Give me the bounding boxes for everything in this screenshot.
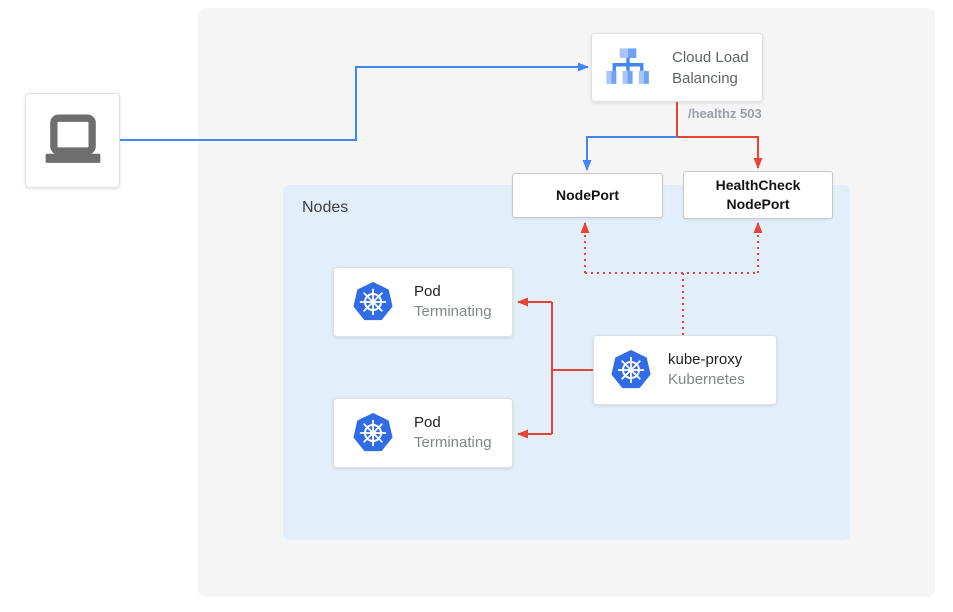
kube-proxy-subtitle: Kubernetes [668,371,745,388]
kube-proxy-node: kube-proxy Kubernetes [593,335,777,405]
cloud-load-balancing-icon [606,47,649,84]
pod-node-2: Pod Terminating [333,398,513,468]
nodeport-label: NodePort [556,187,619,203]
healthcheck-nodeport-label-line1: HealthCheck [715,177,801,193]
pod-1-text: Pod Terminating [414,282,492,322]
nodes-label: Nodes [302,199,349,216]
pod-1-status: Terminating [414,303,492,320]
kube-proxy-text: kube-proxy Kubernetes [668,350,745,390]
pod-2-text: Pod Terminating [414,413,492,453]
pod-1-title: Pod [414,283,441,300]
kubernetes-icon [611,350,651,390]
pod-2-title: Pod [414,414,441,431]
nodeport-node: NodePort [512,173,663,218]
laptop-icon [45,114,100,163]
kubernetes-icon [353,413,393,453]
cloud-load-balancing-node: Cloud Load Balancing [591,33,763,102]
pod-node-1: Pod Terminating [333,267,513,337]
client-laptop-node [25,93,120,188]
cloud-load-balancing-label: Cloud Load Balancing [672,48,749,87]
healthcheck-nodeport-node: HealthCheck NodePort [683,171,833,219]
healthcheck-nodeport-label-line2: NodePort [726,196,790,212]
kubernetes-icon [353,282,393,322]
kube-proxy-title: kube-proxy [668,351,743,368]
pod-2-status: Terminating [414,434,492,451]
healthz-503-label: /healthz 503 [688,106,762,121]
